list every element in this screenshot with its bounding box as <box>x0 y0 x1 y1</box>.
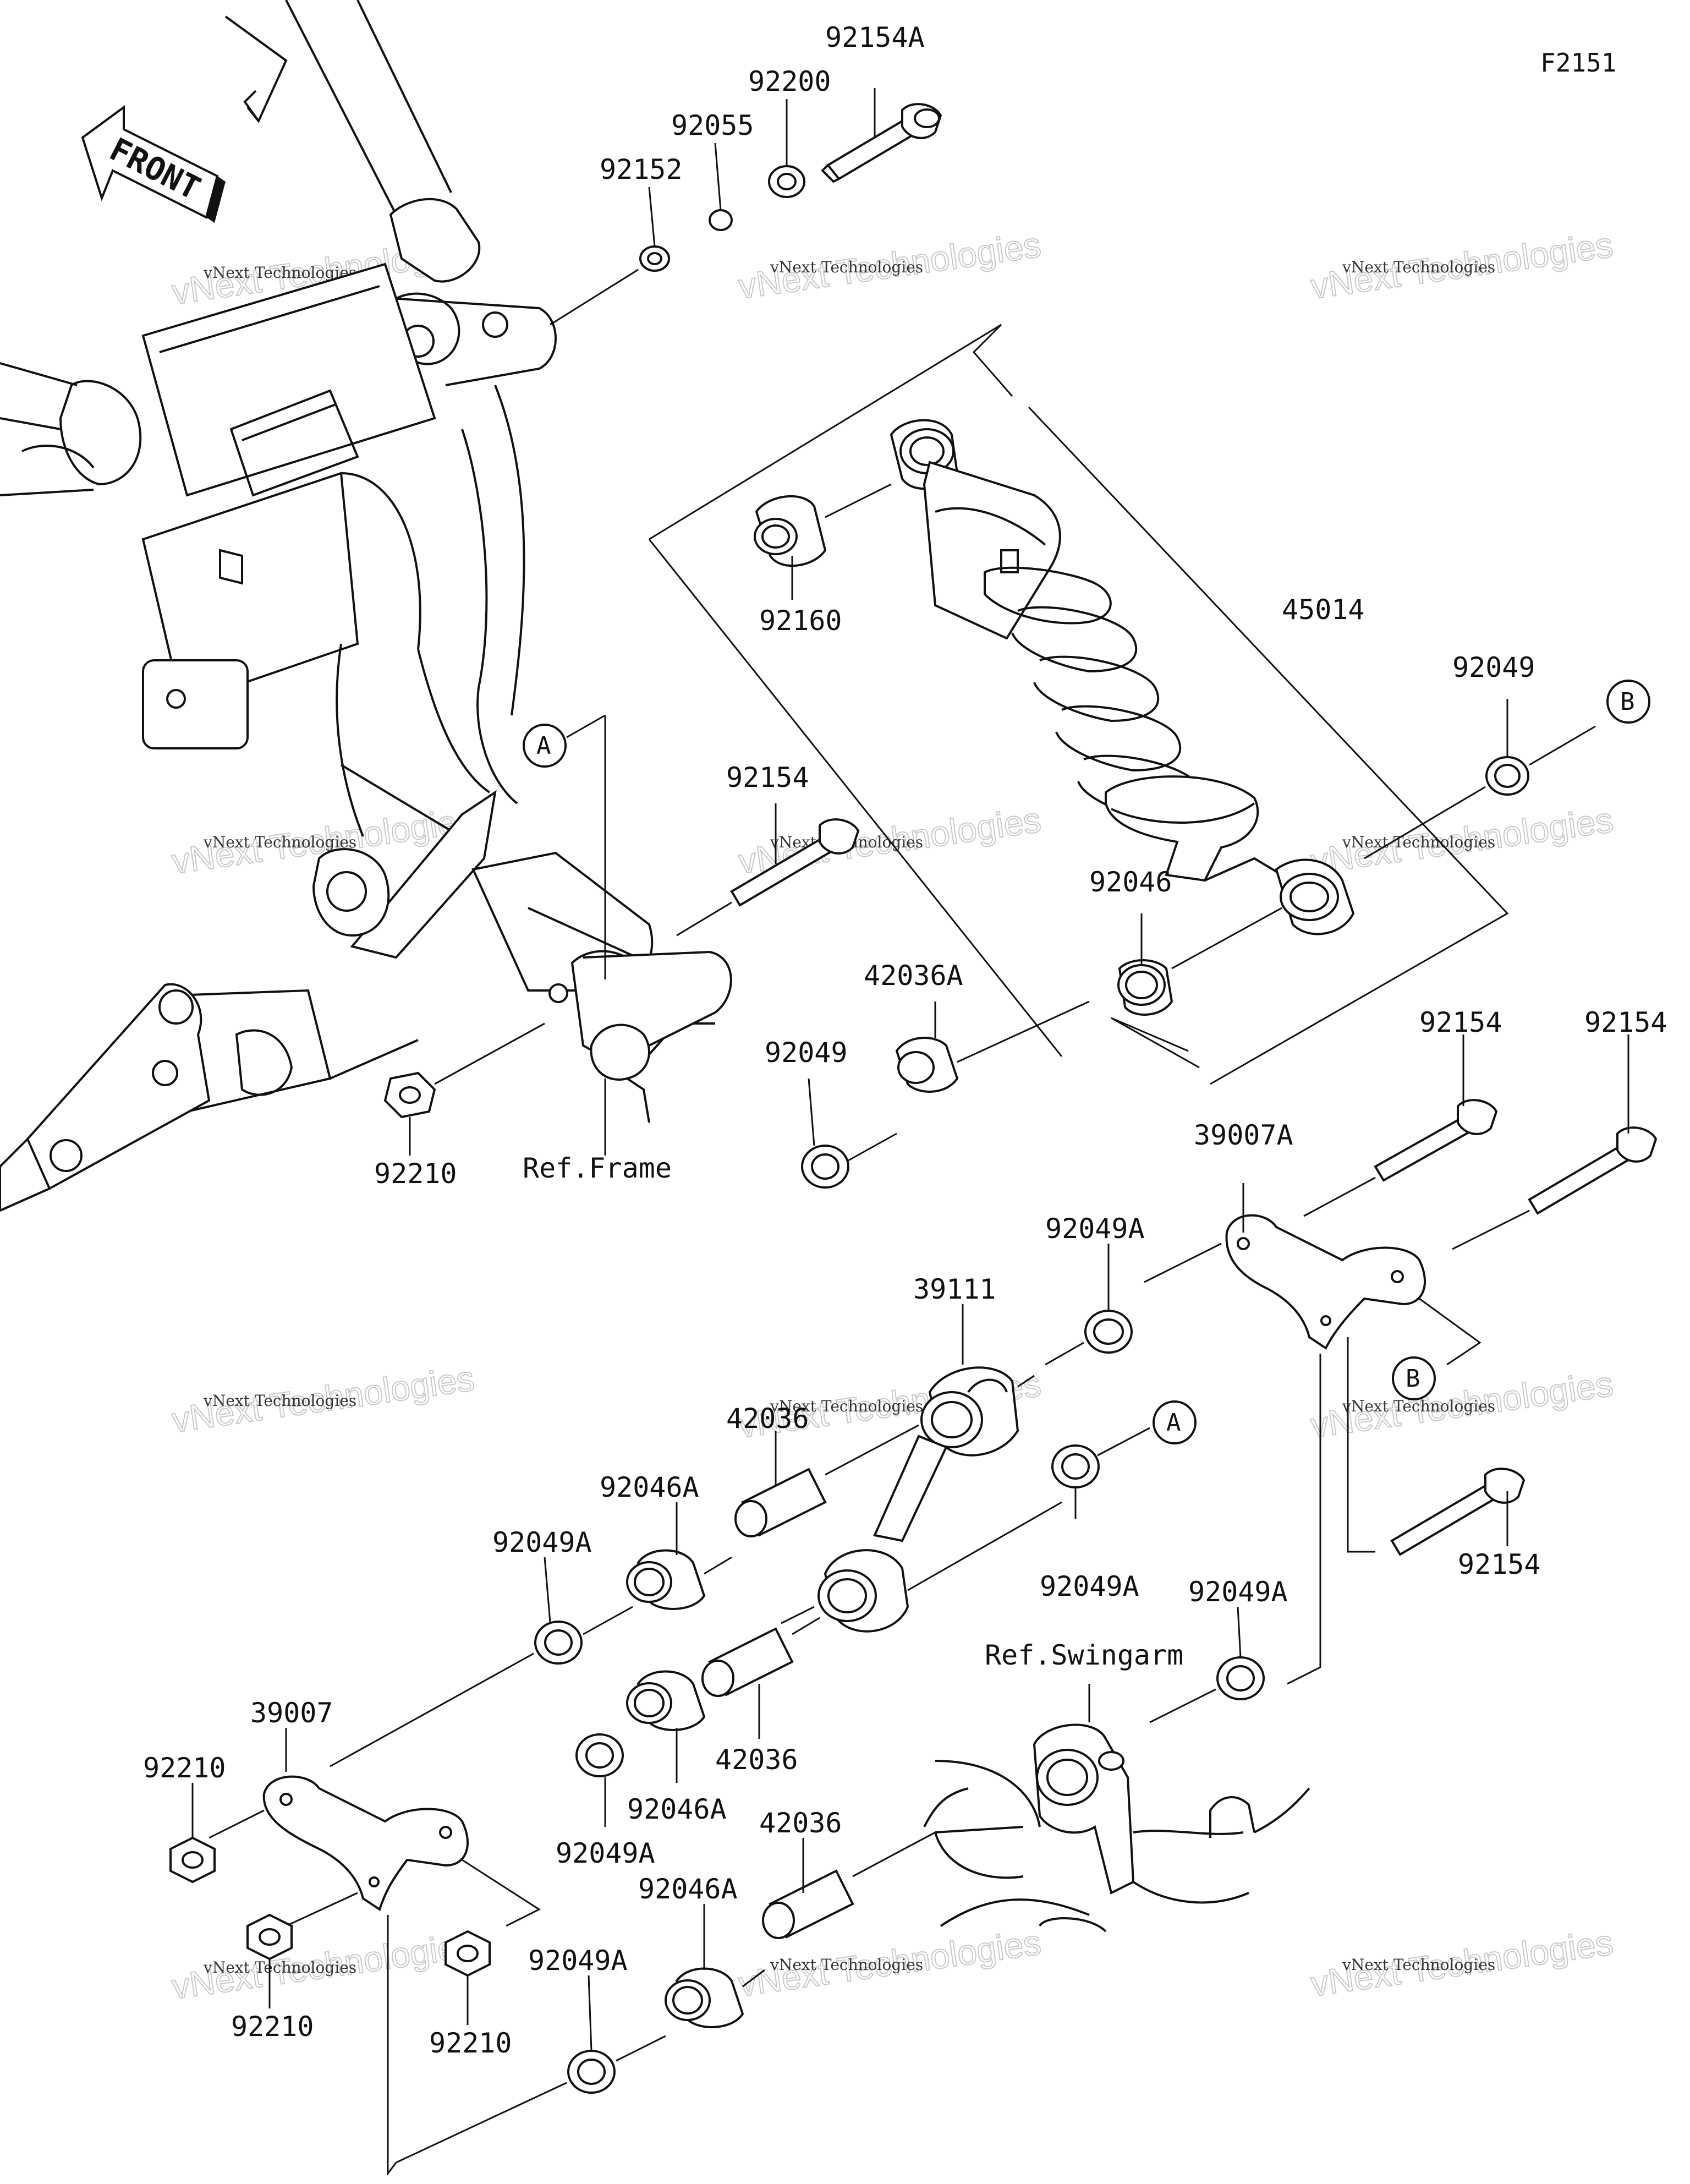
part-number-92049A: 92049A <box>1188 1576 1288 1608</box>
part-number-92200: 92200 <box>748 65 831 97</box>
watermark-small: vNext Technologies <box>770 1956 923 1974</box>
ref-frame-pointer <box>566 714 606 1156</box>
watermark-small: vNext Technologies <box>770 258 923 276</box>
part-number-42036: 42036 <box>759 1807 842 1839</box>
part-number-39111: 39111 <box>913 1273 996 1305</box>
swingarm-illustration <box>923 1684 1310 1933</box>
part-number-39007A: 39007A <box>1194 1119 1293 1151</box>
shock-absorber-45014 <box>890 419 1355 935</box>
part-number-92049A: 92049A <box>492 1526 592 1558</box>
shock-assembly-outline <box>648 324 1509 1085</box>
collar-42036A <box>895 1000 1090 1093</box>
callout-label: A <box>1166 1409 1181 1437</box>
nut-92210-bottom-1 <box>246 1913 293 2008</box>
nut-92210-left <box>169 1783 216 1884</box>
part-number-92046A: 92046A <box>638 1873 738 1905</box>
collar-92160 <box>754 483 892 600</box>
washer-92049A-1 <box>1045 1244 1133 1366</box>
part-number-42036: 42036 <box>726 1403 809 1435</box>
bolt-92154-frame <box>676 803 860 937</box>
bolt-92154-right-3 <box>1390 1468 1526 1556</box>
washer-92049A-2 <box>330 1557 633 1767</box>
nut-92210-bottom-2 <box>445 1930 491 2025</box>
bolt-92154-right-1 <box>1303 1034 1498 1217</box>
collar-42036-2 <box>701 1617 820 1739</box>
part-number-92160: 92160 <box>759 605 842 637</box>
part-number-92049A: 92049A <box>1040 1570 1139 1602</box>
callout-label: B <box>1406 1365 1420 1393</box>
callout-a-top: A <box>523 724 567 768</box>
watermark-small: vNext Technologies <box>1342 1397 1495 1415</box>
callout-label: A <box>536 732 551 760</box>
part-number-92049A: 92049A <box>1045 1213 1145 1245</box>
ref-swingarm-label: Ref.Swingarm <box>985 1639 1183 1671</box>
tie-rod-39111 <box>781 1304 1062 1633</box>
plate-39007A <box>1144 1183 1482 1685</box>
part-number-42036A: 42036A <box>864 960 963 992</box>
part-number-39007: 39007 <box>250 1697 333 1729</box>
part-number-92049A: 92049A <box>556 1837 655 1869</box>
ref-frame-label: Ref.Frame <box>523 1152 672 1184</box>
front-arrow-label: FRONT <box>104 130 206 207</box>
bearing-92046A-2 <box>626 1670 706 1783</box>
oring-92055 <box>709 143 733 231</box>
bearing-92046A-3 <box>665 1904 765 2028</box>
part-number-42036: 42036 <box>715 1744 798 1776</box>
part-number-92055: 92055 <box>671 110 754 141</box>
callout-b-mid: B <box>1392 1356 1436 1400</box>
nut-92210-frame <box>383 1022 545 1156</box>
part-number-92154: 92154 <box>726 762 809 793</box>
watermark-small: vNext Technologies <box>1342 833 1495 851</box>
part-number-92210: 92210 <box>429 2027 512 2059</box>
callout-label: B <box>1620 688 1635 716</box>
bearing-92046A-1 <box>626 1502 732 1610</box>
washer-92200 <box>768 99 805 198</box>
watermark-small: vNext Technologies <box>203 1958 356 1977</box>
washer-92049A-6 <box>396 1975 666 2164</box>
watermark-small: vNext Technologies <box>203 1392 356 1410</box>
front-arrow-icon: FRONT <box>81 105 226 223</box>
watermark-small: vNext Technologies <box>1342 1956 1495 1974</box>
washer-92049A-5 <box>575 1733 624 1827</box>
callout-a-mid: A <box>1153 1400 1197 1444</box>
part-number-92210: 92210 <box>143 1752 226 1784</box>
part-number-92210: 92210 <box>231 2011 314 2043</box>
watermark-small: vNext Technologies <box>1342 258 1495 276</box>
diagram-code: F2151 <box>1540 48 1616 78</box>
bolt-92154A <box>821 88 942 183</box>
watermark-small: vNext Technologies <box>770 1397 923 1415</box>
part-number-92154: 92154 <box>1584 1006 1667 1038</box>
part-number-92049: 92049 <box>765 1037 848 1069</box>
part-labels: 92154A 92200 92055 92152 92160 45014 920… <box>143 21 1667 2059</box>
part-number-92154: 92154 <box>1458 1548 1541 1580</box>
bearing-92046 <box>1117 907 1282 1016</box>
part-number-92046A: 92046A <box>600 1471 699 1503</box>
watermarks: vNext Technologies vNext Technologies vNe… <box>169 224 1616 2007</box>
part-number-92046A: 92046A <box>627 1793 727 1825</box>
washer-92152 <box>550 187 670 326</box>
collar-42036-3 <box>762 1831 936 1939</box>
washer-92049A-3 <box>1051 1427 1150 1519</box>
part-number-92154: 92154 <box>1419 1006 1502 1038</box>
collar-42036-1 <box>734 1424 919 1537</box>
part-number-92210: 92210 <box>374 1158 457 1190</box>
part-number-92154A: 92154A <box>825 21 925 53</box>
part-number-92049A: 92049A <box>528 1945 628 1977</box>
watermark-small: vNext Technologies <box>203 833 356 851</box>
part-number-92046: 92046 <box>1089 866 1172 898</box>
watermark-small: vNext Technologies <box>203 264 356 282</box>
frame-illustration <box>0 0 732 1212</box>
plate-39007 <box>208 1728 541 2176</box>
washer-92049-b <box>1364 699 1596 860</box>
part-number-92152: 92152 <box>600 154 683 185</box>
callout-b-top: B <box>1606 680 1650 724</box>
washer-92049-mid <box>801 1078 897 1189</box>
part-number-45014: 45014 <box>1282 594 1365 626</box>
bolt-92154-right-2 <box>1452 1034 1658 1250</box>
part-number-92049: 92049 <box>1452 652 1535 683</box>
washer-92049A-4 <box>1149 1606 1265 1723</box>
